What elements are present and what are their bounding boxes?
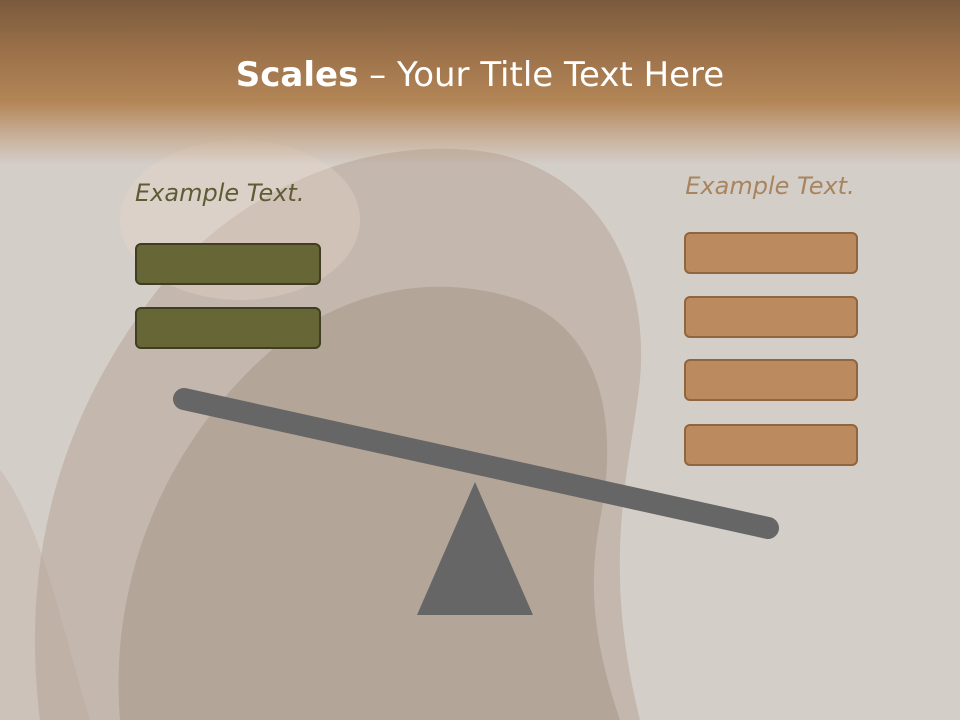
left-box-1 — [135, 243, 321, 285]
right-box-1 — [684, 232, 858, 274]
left-box-2 — [135, 307, 321, 349]
slide-title: Scales – Your Title Text Here — [0, 52, 960, 98]
right-box-4 — [684, 424, 858, 466]
title-rest: – Your Title Text Here — [358, 55, 725, 95]
header-band — [0, 0, 960, 165]
left-caption: Example Text. — [135, 179, 305, 207]
right-box-2 — [684, 296, 858, 338]
right-caption: Example Text. — [685, 172, 855, 200]
scale-beam — [173, 388, 779, 539]
right-box-3 — [684, 359, 858, 401]
title-bold: Scales — [235, 55, 359, 95]
scale-fulcrum — [417, 482, 533, 615]
